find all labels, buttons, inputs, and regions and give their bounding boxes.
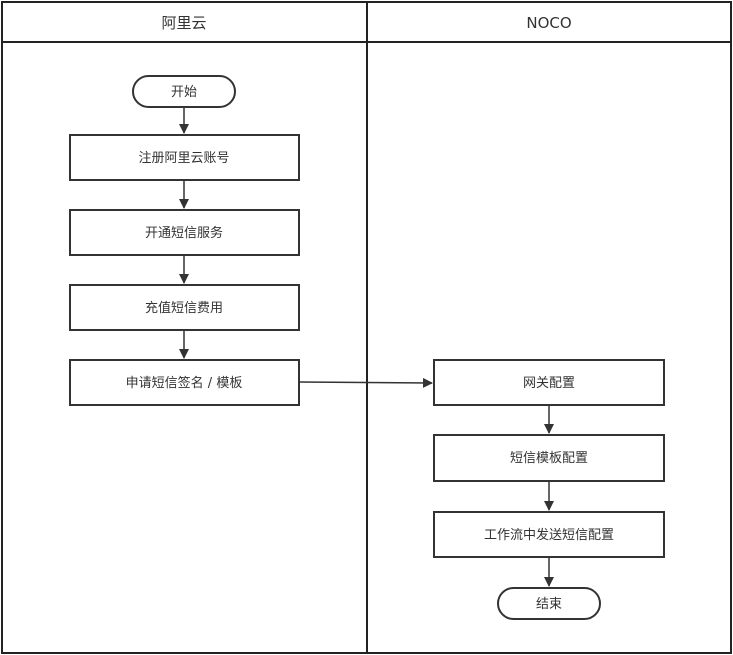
node-label-recharge: 充值短信费用 [145, 300, 223, 316]
process-shape [69, 359, 300, 406]
node-sms-template-config: 短信模板配置 [433, 434, 665, 482]
node-enable-sms: 开通短信服务 [69, 209, 300, 256]
lane-title-noco: NOCO [526, 14, 571, 32]
node-apply-signature: 申请短信签名 / 模板 [69, 359, 300, 406]
node-end: 结束 [497, 587, 601, 620]
node-label-sms-template-config: 短信模板配置 [510, 451, 588, 466]
node-register: 注册阿里云账号 [69, 134, 300, 181]
node-label-apply-signature: 申请短信签名 / 模板 [126, 375, 243, 391]
node-label-start: 开始 [171, 85, 197, 100]
node-gateway-config: 网关配置 [433, 359, 665, 406]
node-label-register: 注册阿里云账号 [138, 151, 229, 166]
node-label-workflow-sms-config: 工作流中发送短信配置 [484, 527, 614, 543]
process-shape [69, 209, 300, 256]
edge-apply-signature-gateway-config [298, 377, 433, 388]
edges [179, 107, 554, 587]
process-shape [69, 284, 300, 331]
node-label-end: 结束 [536, 597, 562, 612]
node-label-gateway-config: 网关配置 [523, 376, 575, 391]
process-shape [433, 511, 665, 558]
node-start: 开始 [132, 75, 236, 108]
terminator-shape [497, 587, 601, 620]
process-shape [69, 134, 300, 181]
lane-title-aliyun: 阿里云 [161, 14, 206, 32]
node-recharge: 充值短信费用 [69, 284, 300, 331]
process-shape [433, 434, 665, 482]
node-workflow-sms-config: 工作流中发送短信配置 [433, 511, 665, 558]
node-label-enable-sms: 开通短信服务 [145, 225, 223, 241]
terminator-shape [132, 75, 236, 108]
process-shape [433, 359, 665, 406]
